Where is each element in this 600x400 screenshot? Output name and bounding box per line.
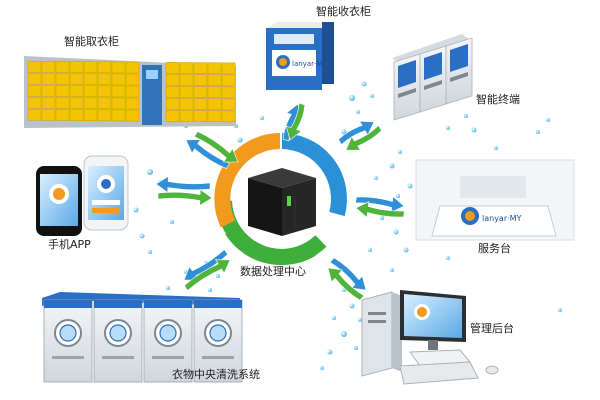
- flow-arrow-8: [157, 188, 213, 207]
- smartphone-icon: [36, 155, 129, 236]
- smart-pickup-locker: [24, 56, 236, 128]
- pickup-locker-label: 智能取衣柜: [64, 34, 119, 48]
- node-labels: 智能取衣柜 智能收衣柜 智能终端 手机APP 数据处理中心 服务台 管理后台 衣…: [48, 4, 520, 381]
- flow-arrow-14: [327, 267, 365, 301]
- mobile-app-label: 手机APP: [48, 237, 91, 251]
- flow-arrow-2: [193, 131, 239, 163]
- service-desk: lanyar·ΜΥ: [415, 159, 575, 241]
- data-flow-arrows: [155, 102, 405, 301]
- service-desk-icon: lanyar·ΜΥ: [415, 159, 575, 241]
- flow-arrow-4: [285, 102, 306, 141]
- server-cube-icon: [248, 168, 316, 236]
- flow-arrow-10: [355, 201, 405, 219]
- collect-cabinet-label: 智能收衣柜: [316, 4, 371, 18]
- flow-arrow-7: [155, 175, 211, 194]
- service-desk-label: 服务台: [478, 241, 511, 255]
- data-center-hub: [214, 133, 348, 265]
- brand-logo-text: lanyar·ΜΥ: [482, 214, 522, 223]
- desktop-computer-icon: [361, 290, 499, 385]
- data-center-label: 数据处理中心: [240, 264, 306, 278]
- admin-backend-label: 管理后台: [470, 321, 514, 335]
- admin-backend: [361, 290, 499, 385]
- kiosk-icon: [392, 34, 473, 121]
- central-laundry-system: [42, 292, 243, 383]
- flow-arrow-1: [185, 139, 231, 169]
- cabinet-icon: lanyar·ΜΥ: [266, 22, 334, 90]
- smart-collect-cabinet: lanyar·ΜΥ: [266, 22, 334, 90]
- terminal-label: 智能终端: [476, 92, 520, 106]
- smart-terminal: [392, 34, 473, 121]
- brand-logo-text: lanyar·ΜΥ: [292, 60, 327, 68]
- flow-arrow-6: [345, 125, 383, 151]
- mobile-app: [36, 155, 129, 236]
- decorative-bubbles: [133, 81, 562, 370]
- flow-arrow-5: [338, 120, 375, 146]
- washing-machine-icon: [42, 292, 243, 383]
- cabinet-icon: [24, 56, 236, 128]
- flow-arrow-11: [183, 249, 229, 281]
- flow-arrow-13: [329, 257, 367, 291]
- laundry-system-label: 衣物中央清洗系统: [172, 367, 260, 381]
- flow-arrow-12: [183, 259, 231, 291]
